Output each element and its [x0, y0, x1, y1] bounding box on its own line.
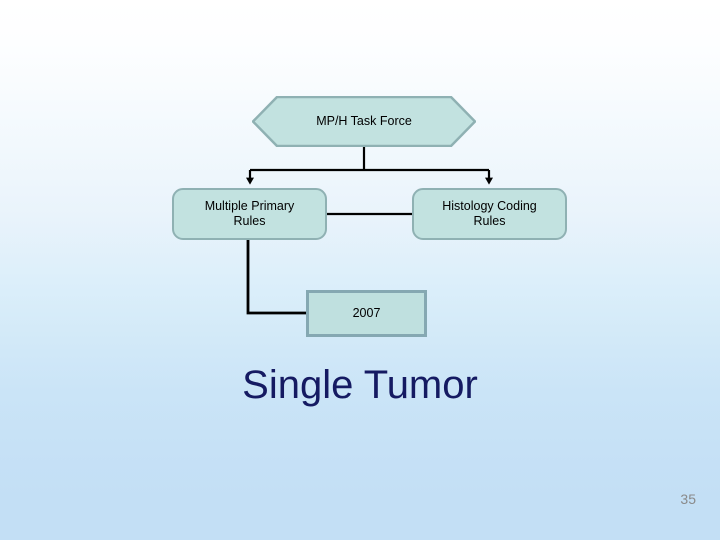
- node-task-force-label: MP/H Task Force: [316, 113, 412, 128]
- node-histology-coding-rules[interactable]: Histology Coding Rules: [412, 188, 567, 240]
- node-year-2007-label: 2007: [352, 305, 381, 320]
- slide-number: 35: [680, 491, 696, 507]
- node-multiple-primary-rules[interactable]: Multiple Primary Rules: [172, 188, 327, 240]
- label-line-1: Histology Coding: [442, 198, 537, 213]
- page-title: Single Tumor: [242, 363, 478, 407]
- node-histology-coding-rules-label: Histology Coding Rules: [442, 199, 537, 230]
- node-task-force[interactable]: MP/H Task Force: [252, 96, 476, 147]
- node-multiple-primary-rules-label: Multiple Primary Rules: [205, 199, 295, 230]
- hexagon-shape: [252, 96, 476, 147]
- node-year-2007[interactable]: 2007: [306, 290, 427, 337]
- label-line-2: Rules: [233, 214, 266, 228]
- label-line-2: Rules: [473, 214, 506, 228]
- label-line-1: Multiple Primary: [204, 198, 295, 213]
- connector-elbow-to-year: [246, 240, 306, 315]
